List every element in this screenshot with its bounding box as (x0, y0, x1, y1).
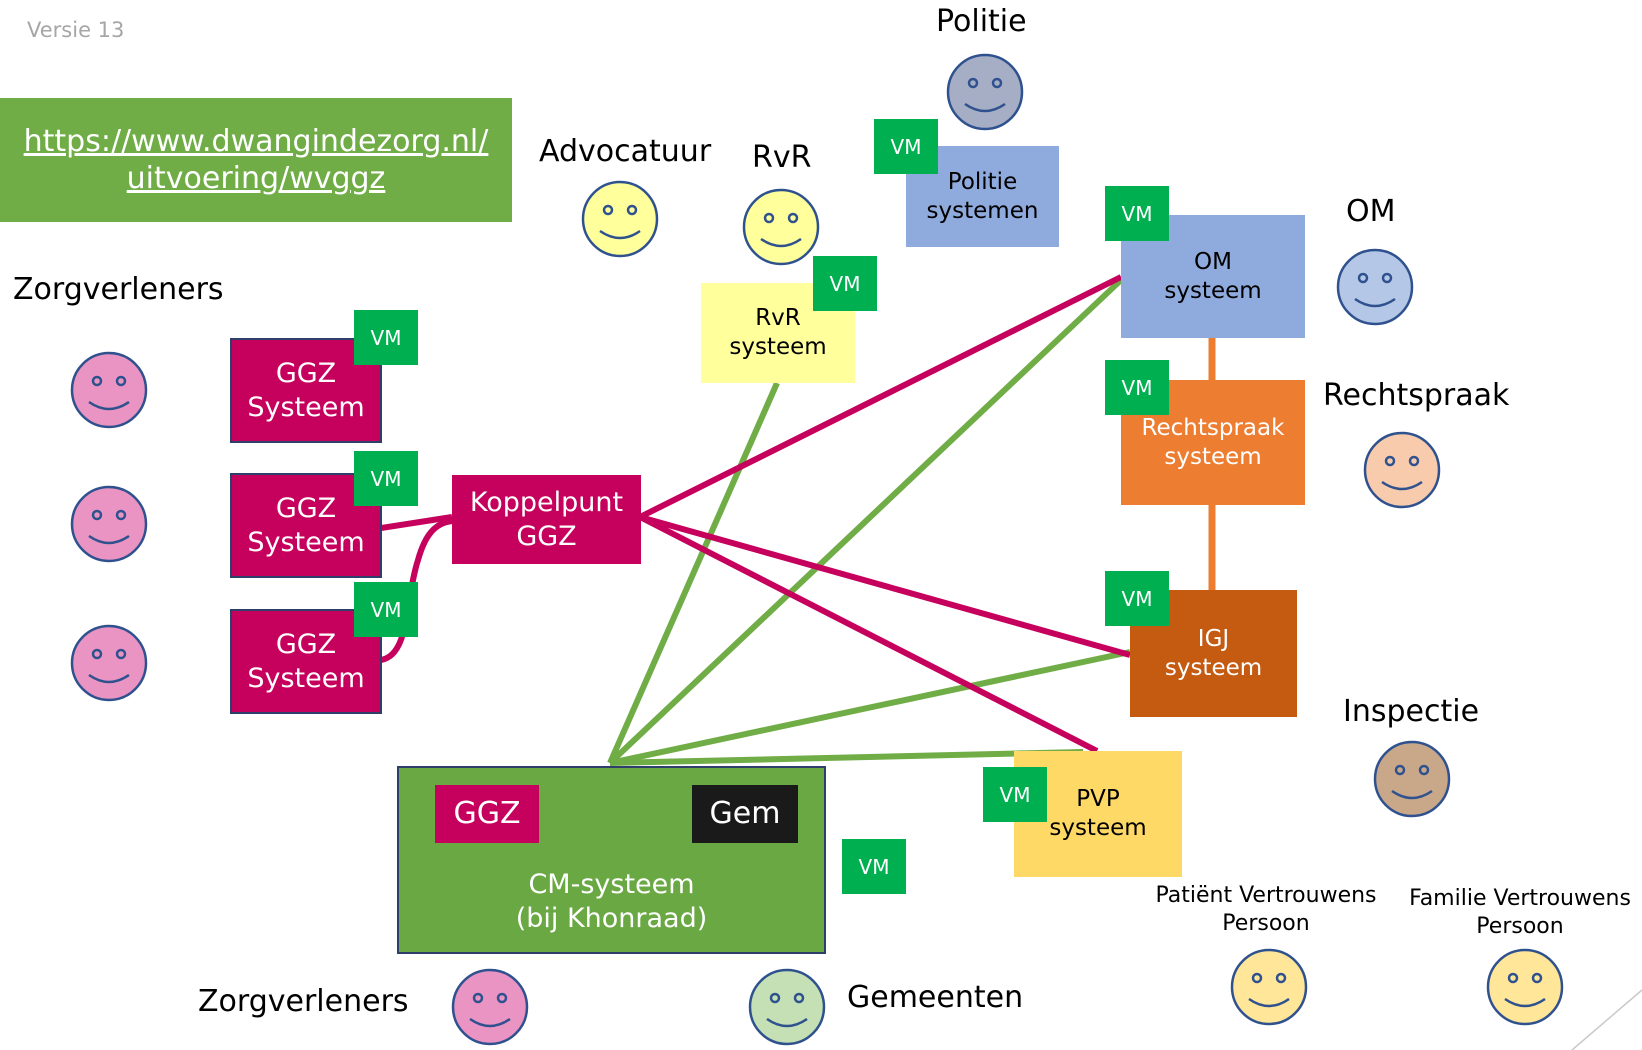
ggz-systeem-3-line1: GGZ (275, 628, 337, 660)
koppelpunt-om-line (638, 274, 1123, 520)
vm-badge-ggz-2: VM (354, 451, 418, 506)
om-systeem-line1: OM (1194, 248, 1232, 275)
gemeenten-smiley-icon (748, 968, 826, 1046)
politie-smiley-icon (946, 53, 1024, 131)
cm-rvr-line (607, 381, 780, 765)
pvp-smiley-icon (1230, 948, 1308, 1026)
vm-badge-om: VM (1105, 186, 1169, 241)
politie-systemen-line2: systemen (926, 197, 1039, 224)
pvp-actor-label: Patiënt Vertrouwens Persoon (1138, 882, 1394, 937)
fvp-actor-label: Familie Vertrouwens Persoon (1398, 885, 1642, 940)
om-smiley-icon (1336, 248, 1414, 326)
koppelpunt-ggz-box[interactable]: Koppelpunt GGZ (452, 475, 641, 564)
rechtspraak-smiley-icon (1363, 431, 1441, 509)
om-systeem-line2: systeem (1164, 277, 1262, 304)
vm-badge-rvr: VM (813, 256, 877, 311)
ggz-systeem-1-line2: Systeem (247, 391, 365, 423)
ggz-systeem-2-line1: GGZ (275, 492, 337, 524)
inspectie-smiley-icon (1373, 740, 1451, 818)
website-link-box[interactable]: https://www.dwangindezorg.nl/ uitvoering… (0, 98, 512, 222)
cm-systeem-label: CM-systeem (bij Khonraad) (399, 868, 824, 936)
ggz-systeem-3-line2: Systeem (247, 662, 365, 694)
koppelpunt-ggz-line2: GGZ (516, 520, 577, 552)
ggz3-koppelpunt-line (380, 518, 453, 663)
cm-pvp-line (609, 749, 1084, 766)
cm-om-line (607, 277, 1124, 766)
ggz-systeem-1-line1: GGZ (275, 357, 337, 389)
pvp-actor-label-line2: Persoon (1222, 910, 1310, 936)
pvp-actor-label-line1: Patiënt Vertrouwens (1155, 883, 1377, 908)
vm-badge-cm: VM (842, 839, 906, 894)
zorgverleners-bottom-label: Zorgverleners (198, 984, 409, 1019)
rechtspraak-label: Rechtspraak (1323, 378, 1510, 413)
pvp-systeem-line2: systeem (1049, 815, 1147, 841)
gemeenten-label: Gemeenten (847, 980, 1024, 1015)
igj-systeem-line2: systeem (1164, 654, 1263, 681)
igj-systeem-line1: IGJ (1197, 625, 1230, 652)
om-systeem-box[interactable]: OM systeem (1121, 215, 1305, 338)
ggz2-koppelpunt-line (380, 514, 453, 531)
rvr-label: RvR (752, 140, 812, 175)
advocatuur-smiley-icon (581, 180, 659, 258)
vm-badge-politie: VM (874, 119, 938, 174)
zorgverlener-3-smiley-icon (70, 624, 148, 702)
vm-badge-ggz-3: VM (354, 582, 418, 637)
rvr-smiley-icon (742, 188, 820, 266)
rvr-systeem-line1: RvR (755, 305, 801, 332)
cm-gem-label: Gem (709, 796, 781, 832)
advocatuur-label: Advocatuur (539, 134, 712, 169)
rechtspraak-systeem-line2: systeem (1164, 443, 1262, 470)
inspectie-label: Inspectie (1343, 694, 1480, 729)
cm-systeem-line1: CM-systeem (528, 869, 695, 900)
rvr-systeem-line2: systeem (729, 334, 827, 360)
politie-systemen-line1: Politie (947, 168, 1018, 195)
vm-badge-pvp: VM (983, 767, 1047, 822)
cm-systeem-line2: (bij Khonraad) (515, 902, 708, 934)
vm-badge-rechtspraak: VM (1105, 360, 1169, 415)
pvp-systeem-line1: PVP (1076, 786, 1120, 813)
rechtspraak-systeem-line1: Rechtspraak (1141, 414, 1285, 441)
fvp-actor-label-line1: Familie Vertrouwens (1409, 886, 1631, 911)
koppelpunt-pvp-line (638, 514, 1099, 754)
zorgverlener-bottom-smiley-icon (451, 968, 529, 1046)
vm-badge-ggz-1: VM (354, 310, 418, 365)
corner-decoration (1571, 989, 1642, 1050)
koppelpunt-ggz-line1: Koppelpunt (469, 486, 624, 518)
politie-label: Politie (936, 4, 1027, 39)
koppelpunt-igj-line (639, 514, 1131, 658)
fvp-actor-label-line2: Persoon (1476, 913, 1564, 939)
om-label: OM (1346, 194, 1396, 229)
version-label: Versie 13 (27, 18, 125, 42)
website-link-line2[interactable]: uitvoering/wvggz (126, 161, 386, 196)
cm-ggz-box[interactable]: GGZ (435, 785, 539, 843)
fvp-smiley-icon (1486, 948, 1564, 1026)
cm-igj-line (609, 649, 1131, 766)
website-link-line1[interactable]: https://www.dwangindezorg.nl/ (23, 123, 489, 159)
cm-gem-box[interactable]: Gem (692, 785, 798, 843)
vm-badge-igj: VM (1105, 571, 1169, 626)
zorgverleners-top-label: Zorgverleners (13, 272, 224, 307)
zorgverlener-1-smiley-icon (70, 351, 148, 429)
zorgverlener-2-smiley-icon (70, 485, 148, 563)
ggz-systeem-2-line2: Systeem (247, 526, 365, 558)
cm-ggz-label: GGZ (453, 796, 521, 832)
